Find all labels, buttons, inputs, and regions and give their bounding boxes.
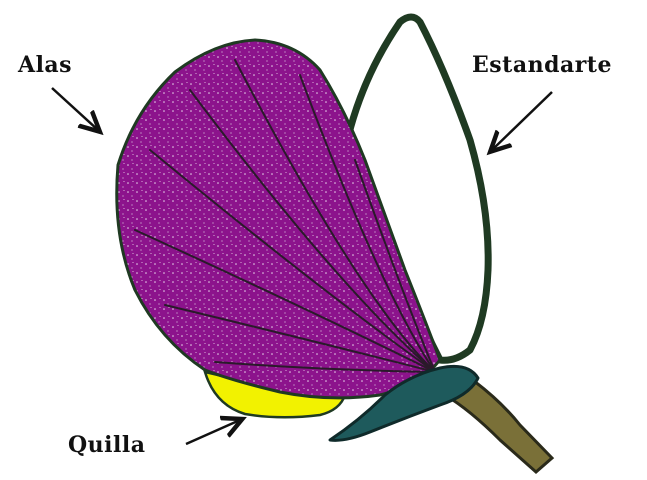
label-estandarte: Estandarte: [472, 52, 612, 78]
label-quilla: Quilla: [68, 432, 146, 458]
label-alas: Alas: [18, 52, 72, 78]
estandarte-arrow: [492, 92, 552, 150]
alas-arrow: [52, 88, 98, 130]
quilla-arrow: [186, 420, 240, 444]
